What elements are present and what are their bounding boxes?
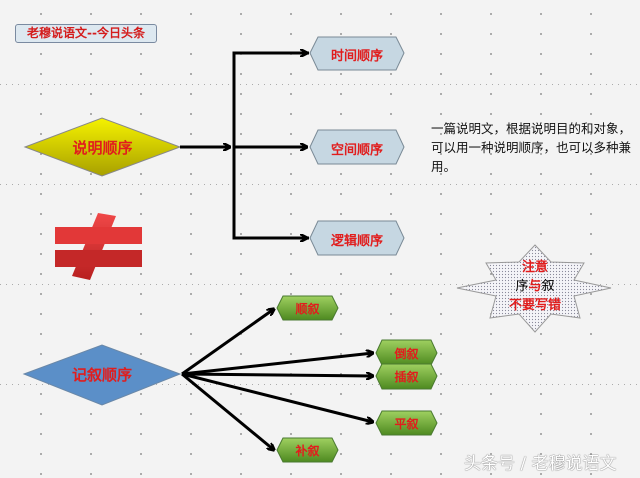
narrative-diamond — [22, 344, 182, 406]
star-line-2: 序与叙 — [495, 277, 575, 296]
narrative-label: 记叙顺序 — [71, 366, 132, 384]
hexagon-space — [309, 129, 405, 165]
star-line-3: 不要写错 — [508, 298, 561, 313]
hexagon-logic — [309, 220, 405, 256]
star-yu: 与 — [528, 279, 542, 294]
child-buxu: 补叙 — [295, 444, 320, 458]
child-space: 空间顺序 — [330, 143, 383, 158]
star-xu2: 叙 — [541, 279, 555, 294]
child-pingxu: 平叙 — [394, 417, 419, 431]
child-time: 时间顺序 — [330, 49, 383, 64]
expository-connectors — [180, 53, 309, 238]
child-daoxu: 倒叙 — [394, 347, 419, 361]
hexagon-time — [309, 36, 405, 71]
hexagon-chaxu — [375, 363, 438, 390]
star-line-1: 注意 — [521, 260, 548, 275]
not-equal-icon — [55, 213, 142, 280]
explanation-note: 一篇说明文，根据说明目的和对象，可以用一种说明顺序，也可以多种兼用。 — [431, 121, 632, 174]
narrative-connectors — [181, 309, 373, 450]
hexagon-pingxu — [375, 410, 438, 436]
hexagon-shunxu — [276, 295, 339, 321]
hexagon-buxu — [276, 437, 339, 463]
watermark: 头条号 / 老穆说语文 — [464, 454, 617, 474]
child-chaxu: 插叙 — [394, 370, 419, 384]
warning-star — [456, 244, 612, 333]
child-logic: 逻辑顺序 — [330, 234, 383, 249]
child-shunxu: 顺叙 — [295, 302, 320, 316]
star-xu1: 序 — [515, 279, 529, 294]
title-badge: 老穆说语文--今日头条 — [15, 24, 157, 43]
star-text: 注意 序与叙 不要写错 — [495, 258, 575, 315]
expository-label: 说明顺序 — [72, 139, 133, 157]
